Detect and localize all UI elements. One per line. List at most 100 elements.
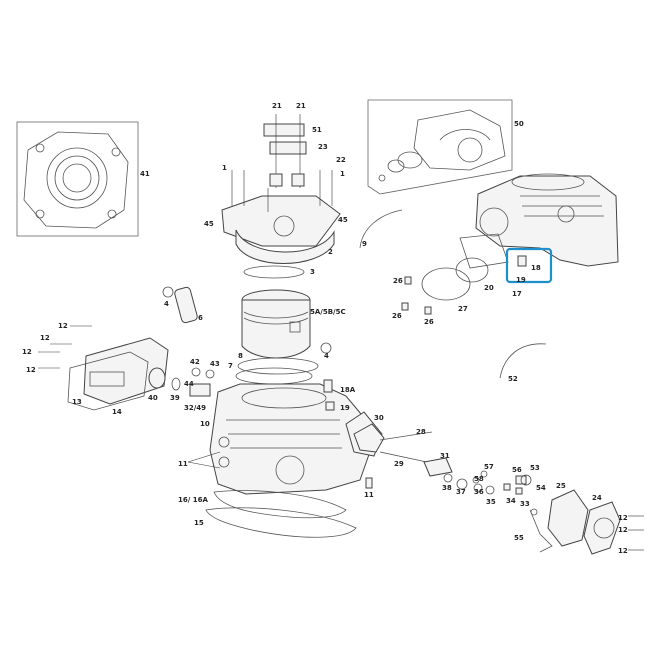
callout-29: 29 — [394, 460, 404, 468]
ring-7 — [235, 367, 313, 385]
clip-4-a — [162, 286, 174, 298]
callout-12-f: 12 — [618, 526, 628, 534]
callout-11-b: 11 — [364, 491, 374, 499]
callout-4-b: 4 — [324, 352, 329, 360]
callout-38: 38 — [442, 484, 452, 492]
callout-16-16a: 16/ 16A — [178, 496, 208, 504]
callout-26-a: 26 — [393, 277, 403, 285]
lever-31 — [423, 457, 453, 477]
callout-4-a: 4 — [164, 300, 169, 308]
callout-14: 14 — [112, 408, 122, 416]
highlight-box-18 — [505, 247, 553, 284]
callout-21-a: 21 — [272, 102, 282, 110]
part-33 — [515, 487, 523, 495]
callout-22: 22 — [336, 156, 346, 164]
actuator-30 — [353, 423, 385, 453]
callout-18: 18 — [531, 264, 541, 272]
callout-26-c: 26 — [424, 318, 434, 326]
inset-gasket-kit — [16, 121, 139, 237]
part-34 — [503, 483, 511, 491]
callout-26-b: 26 — [392, 312, 402, 320]
ring-8 — [237, 357, 319, 375]
callout-37: 37 — [456, 488, 466, 496]
callout-30: 30 — [374, 414, 384, 422]
callout-23: 23 — [318, 143, 328, 151]
callout-31: 31 — [440, 452, 450, 460]
callout-19-a: 19 — [516, 276, 526, 284]
bolts-11 — [187, 451, 373, 489]
callout-6: 6 — [198, 314, 203, 322]
callout-12-g: 12 — [618, 547, 628, 555]
base-gasket-15 — [205, 507, 357, 538]
piston-5 — [241, 289, 311, 359]
wire-clip-52 — [499, 343, 547, 379]
callout-42: 42 — [190, 358, 200, 366]
callout-35: 35 — [486, 498, 496, 506]
callout-1-a: 1 — [222, 164, 227, 172]
wire-clip-9 — [359, 209, 403, 249]
callout-7: 7 — [228, 362, 233, 370]
callout-2: 2 — [328, 248, 333, 256]
callout-3: 3 — [310, 268, 315, 276]
valve-linkage — [515, 474, 553, 553]
callout-12-b: 12 — [40, 334, 50, 342]
valve-cover-24 — [583, 501, 621, 555]
side-cover-14 — [67, 337, 169, 411]
screws-12-left — [38, 325, 92, 369]
callout-5a-5b-5c: 5A/5B/5C — [310, 308, 346, 316]
callout-17: 17 — [512, 290, 522, 298]
callout-55: 55 — [514, 534, 524, 542]
callout-53: 53 — [530, 464, 540, 472]
callout-39: 39 — [170, 394, 180, 402]
fitting-18a — [323, 379, 333, 393]
callout-54: 54 — [536, 484, 546, 492]
callout-33: 33 — [520, 500, 530, 508]
washer-42 — [191, 367, 201, 377]
fitting-19 — [325, 401, 335, 411]
head-cover-assembly — [221, 114, 341, 264]
callout-12-a: 12 — [58, 322, 68, 330]
callout-13: 13 — [72, 398, 82, 406]
callout-41: 41 — [140, 170, 150, 178]
callout-50: 50 — [514, 120, 524, 128]
part-38 — [443, 473, 453, 483]
callout-51: 51 — [312, 126, 322, 134]
part-35 — [485, 485, 495, 495]
bush-44 — [189, 383, 211, 397]
part-57 — [480, 470, 488, 478]
bearing-40 — [148, 367, 166, 389]
callout-25: 25 — [556, 482, 566, 490]
callout-19-b: 19 — [340, 404, 350, 412]
screws-12-right — [628, 515, 644, 551]
callout-21-b: 21 — [296, 102, 306, 110]
shaft-28 — [379, 431, 433, 441]
callout-40: 40 — [148, 394, 158, 402]
callout-12-d: 12 — [26, 366, 36, 374]
callout-11-a: 11 — [178, 460, 188, 468]
callout-56: 56 — [512, 466, 522, 474]
part-58 — [472, 476, 480, 484]
callout-24: 24 — [592, 494, 602, 502]
callout-1-b: 1 — [340, 170, 345, 178]
callout-12-e: 12 — [618, 514, 628, 522]
bolt-26-c — [424, 306, 432, 315]
callout-20: 20 — [484, 284, 494, 292]
callout-43: 43 — [210, 360, 220, 368]
valve-cover-25 — [547, 489, 589, 547]
callout-28: 28 — [416, 428, 426, 436]
callout-18a: 18A — [340, 386, 356, 394]
callout-32-49: 32/49 — [184, 404, 206, 412]
part-36 — [473, 483, 483, 493]
callout-27: 27 — [458, 305, 468, 313]
o-ring-3 — [243, 265, 305, 279]
bolt-26-a — [404, 276, 412, 285]
callout-9: 9 — [362, 240, 367, 248]
exhaust-cylinder — [421, 173, 619, 301]
callout-10: 10 — [200, 420, 210, 428]
callout-44: 44 — [184, 380, 194, 388]
callout-45-b: 45 — [338, 216, 348, 224]
callout-52: 52 — [508, 375, 518, 383]
callout-45-a: 45 — [204, 220, 214, 228]
part-37 — [456, 478, 468, 490]
